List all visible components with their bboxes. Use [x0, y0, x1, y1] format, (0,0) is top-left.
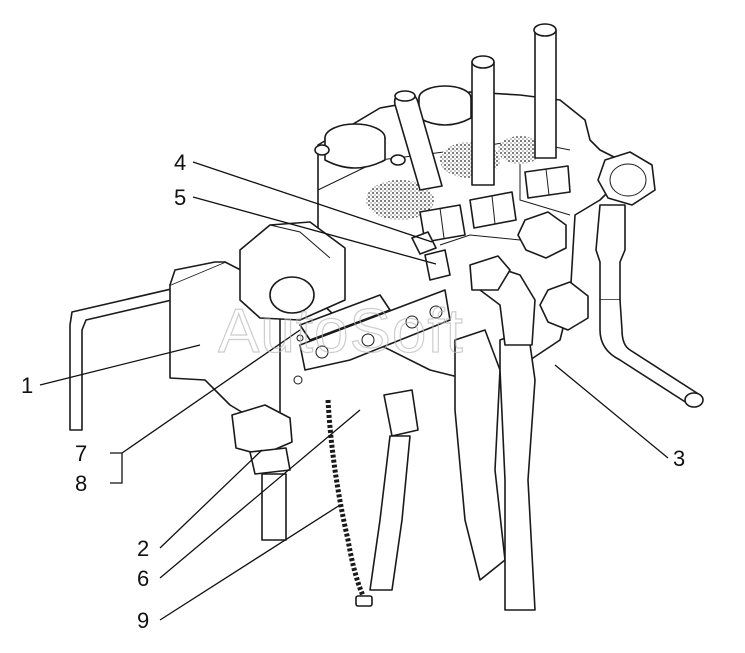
watermark-text: AutoSoft — [218, 297, 464, 366]
right-hose — [595, 204, 704, 408]
top-pipes — [393, 23, 557, 191]
leader-lines — [39, 161, 669, 621]
callout-2: 2 — [137, 536, 149, 561]
callout-6: 6 — [137, 566, 149, 591]
callout-3: 3 — [673, 446, 685, 471]
callout-8: 8 — [75, 471, 87, 496]
callout-5: 5 — [174, 185, 186, 210]
callout-labels: 1 2 3 4 5 6 7 8 9 — [21, 150, 685, 633]
link-plates — [299, 289, 451, 371]
callout-1: 1 — [21, 373, 33, 398]
callout-7: 7 — [75, 441, 87, 466]
hex-nuts — [517, 151, 656, 331]
lower-hoses — [231, 255, 536, 611]
valve-caps — [314, 85, 472, 169]
pipe-clamps — [419, 165, 571, 243]
front-housing — [169, 221, 346, 421]
callout-4: 4 — [174, 150, 186, 175]
callout-9: 9 — [137, 608, 149, 633]
